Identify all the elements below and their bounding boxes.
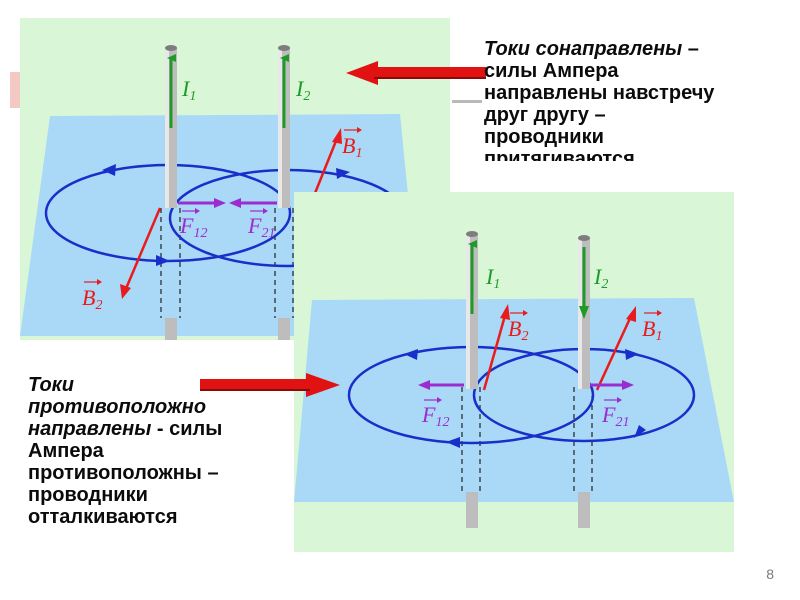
wire-2-lower bbox=[278, 318, 290, 340]
field-arrow bbox=[625, 349, 639, 360]
bottom-diagram-panel: I1 I2 B2 B1 F12 F21 bbox=[294, 192, 734, 552]
label-f12: F12 bbox=[421, 402, 449, 430]
field-arrow bbox=[634, 425, 646, 438]
page-number: 8 bbox=[766, 566, 774, 582]
label-b2: B2 bbox=[82, 285, 102, 313]
plane bbox=[294, 298, 734, 502]
label-b1: B1 bbox=[642, 316, 662, 344]
field-arrow bbox=[404, 349, 418, 360]
label-f21: F21 bbox=[247, 213, 275, 241]
field-arrow bbox=[336, 168, 350, 179]
wire-2-lower bbox=[578, 492, 590, 528]
b1-vector bbox=[595, 313, 634, 391]
wire-1-lower bbox=[165, 318, 177, 340]
caption-same-direction: Токи сонаправлены – силы Ампера направле… bbox=[484, 38, 715, 161]
field-arrow bbox=[102, 164, 116, 176]
label-b2: B2 bbox=[508, 316, 528, 344]
pointer-arrow-bottom bbox=[200, 373, 340, 397]
decor-line bbox=[452, 100, 482, 103]
caption-emphasis: Токи сонаправлены bbox=[484, 38, 683, 60]
field-arrow bbox=[156, 255, 170, 266]
label-i2: I2 bbox=[593, 264, 608, 292]
label-f21: F21 bbox=[601, 402, 629, 430]
label-b1: B1 bbox=[342, 133, 362, 161]
b2-vector bbox=[482, 311, 508, 391]
label-i1: I1 bbox=[181, 76, 196, 104]
label-i2: I2 bbox=[295, 76, 310, 104]
bottom-diagram: I1 I2 B2 B1 F12 F21 bbox=[294, 192, 734, 552]
label-f12: F12 bbox=[179, 213, 207, 241]
current-arrow-2-head bbox=[579, 306, 589, 319]
wire-1-lower bbox=[466, 492, 478, 528]
b2-vector bbox=[123, 207, 162, 292]
pointer-arrow-top bbox=[346, 61, 486, 85]
label-i1: I1 bbox=[485, 264, 500, 292]
field-arrow bbox=[446, 437, 460, 448]
caption-opposite-direction: Токи противоположно направлены - силы Ам… bbox=[28, 374, 223, 528]
